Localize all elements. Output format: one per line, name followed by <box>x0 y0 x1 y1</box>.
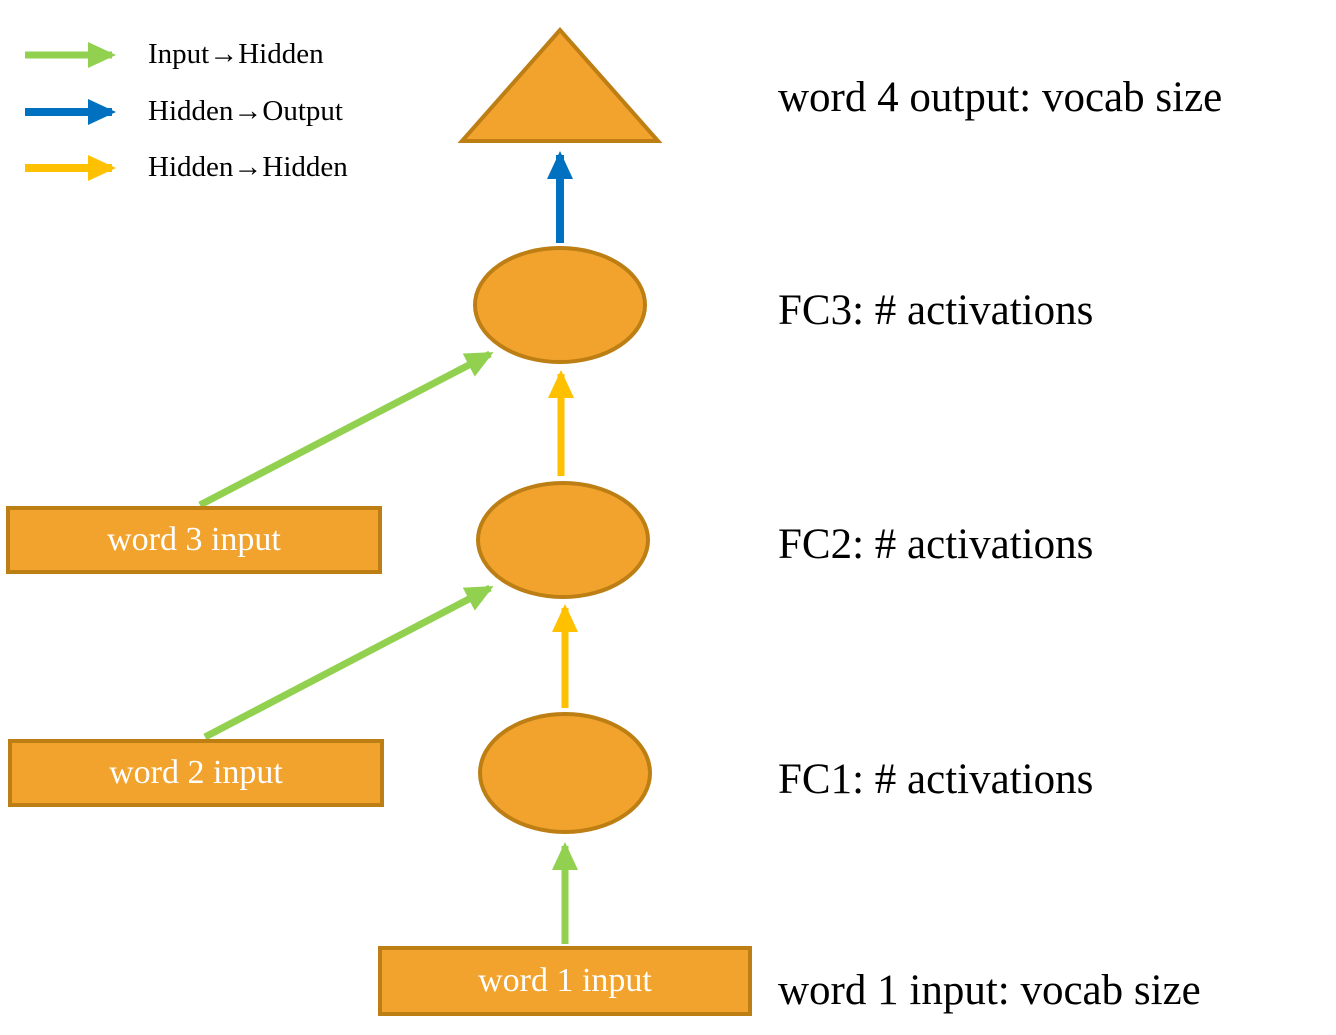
word2-input-box <box>8 739 384 807</box>
legend-label-input-hidden: Input→Hidden <box>148 38 324 70</box>
fc1-node <box>478 712 652 834</box>
word2-input-label: word 2 input <box>109 754 283 791</box>
word1-input-label: word 1 input <box>478 962 652 999</box>
output-annotation: word 4 output: vocab size <box>778 74 1223 121</box>
word3-input-box <box>6 506 382 574</box>
edge-word3-to-fc3 <box>198 350 494 509</box>
output-triangle <box>457 26 663 143</box>
word3-input-label: word 3 input <box>107 521 281 558</box>
legend-label-hidden-output: Hidden→Output <box>148 95 343 127</box>
edge-word2-to-fc2 <box>203 584 494 741</box>
fc3-annotation: FC3: # activations <box>778 287 1094 334</box>
legend-label-hidden-hidden: Hidden→Hidden <box>148 151 348 183</box>
fc3-node <box>473 246 647 364</box>
word1-input-box <box>378 946 752 1016</box>
fc2-annotation: FC2: # activations <box>778 521 1094 568</box>
fc2-node <box>476 481 650 599</box>
fc1-annotation: FC1: # activations <box>778 756 1094 803</box>
word1-annotation: word 1 input: vocab size <box>778 967 1201 1014</box>
